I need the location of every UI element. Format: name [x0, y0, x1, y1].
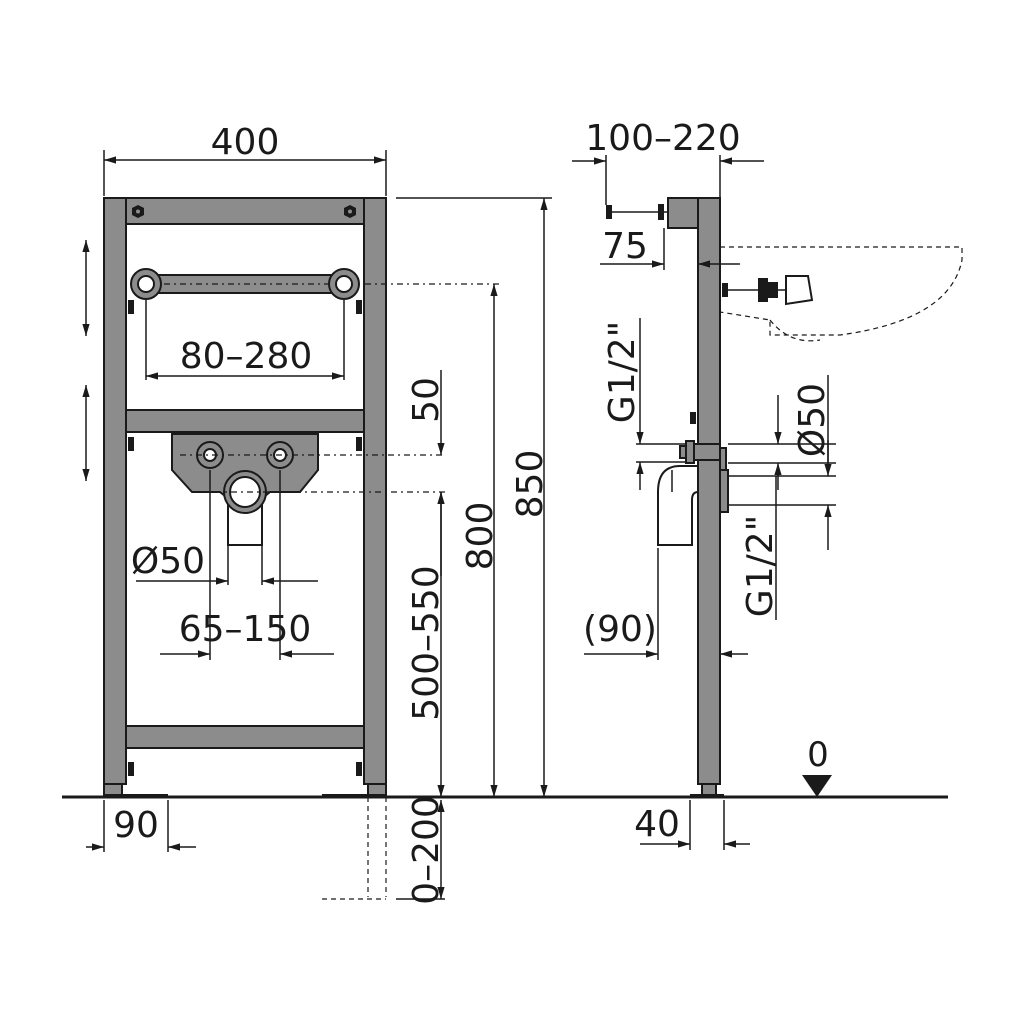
dim-height-800: 800 [460, 502, 501, 571]
dim-connection-spacing: 80–280 [180, 336, 313, 377]
dim-offset-75: 75 [602, 226, 648, 267]
mid-rail [125, 409, 365, 433]
thread-fitting [685, 440, 695, 464]
top-rail [103, 197, 387, 225]
dim-width: 400 [211, 122, 280, 163]
dim-side-drain-diameter: Ø50 [792, 383, 833, 457]
hex-nut-icon [132, 205, 144, 218]
front-view: 400 80–280 Ø50 65–150 850 800 50 500–550… [82, 122, 552, 905]
clamp-icon [356, 762, 362, 776]
floor-level-icon [802, 775, 832, 797]
dim-bend-depth: (90) [583, 609, 657, 650]
side-post [697, 197, 721, 785]
dim-foot-depth: 40 [634, 804, 680, 845]
wall-bracket [667, 197, 699, 229]
washbasin-outline [719, 246, 963, 336]
dim-height-50: 50 [406, 377, 447, 423]
dim-height-850: 850 [510, 450, 551, 519]
drain-elbow [657, 465, 699, 546]
right-foot-plate [322, 794, 386, 798]
side-view: 100–220 75 G1/2" Ø50 G1/2" (90) [572, 118, 963, 850]
dim-drain-diameter: Ø50 [131, 541, 205, 582]
drain-siphon-icon [785, 275, 814, 306]
clamp-icon [128, 762, 134, 776]
clamp-icon [128, 437, 134, 451]
clamp-icon [356, 437, 362, 451]
dim-foot-width: 90 [113, 805, 159, 846]
clamp-icon [128, 300, 134, 314]
left-post [103, 197, 127, 785]
dim-thread-bottom: G1/2" [740, 515, 781, 617]
hex-nut-icon [344, 205, 356, 218]
dim-depth: 100–220 [585, 118, 740, 159]
dim-drain-height: 500–550 [406, 565, 447, 720]
clamp-icon [356, 300, 362, 314]
floor-level-label: 0 [807, 735, 829, 775]
drain-pipe [227, 504, 263, 546]
dim-thread-top: G1/2" [602, 321, 643, 423]
right-post [363, 197, 387, 785]
left-foot-plate [104, 794, 168, 798]
bottom-rail [125, 725, 365, 749]
dim-outlet-spacing: 65–150 [179, 609, 312, 650]
dim-foot-extension: 0–200 [406, 795, 447, 905]
